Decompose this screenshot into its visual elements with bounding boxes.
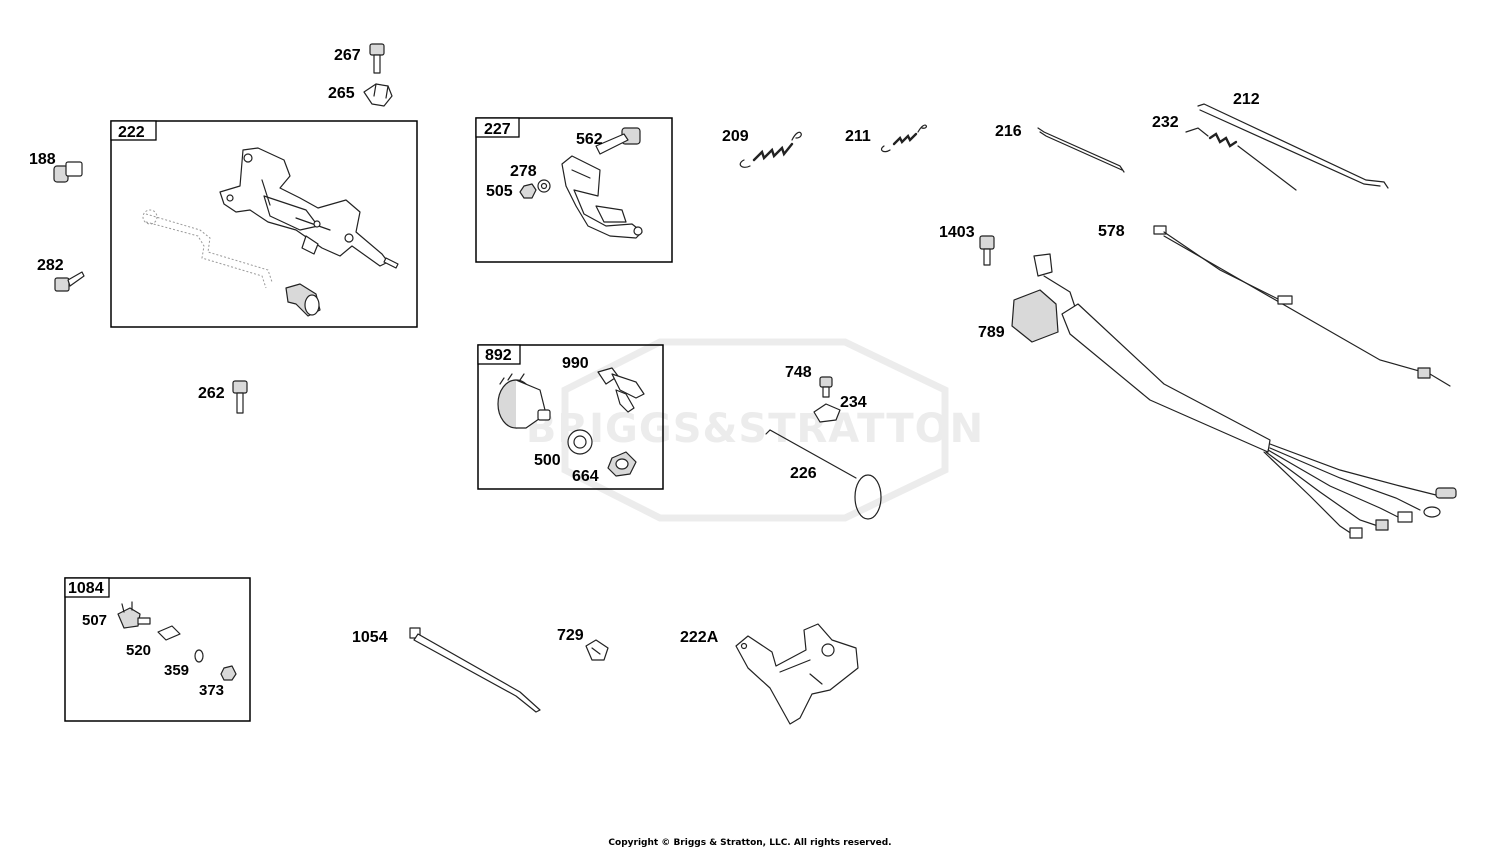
label-505: 505 [486, 183, 513, 200]
label-222A: 222A [680, 629, 719, 646]
label-578: 578 [1098, 223, 1125, 240]
part-748-screw: 748 [785, 364, 833, 398]
box-227-label: 227 [484, 121, 511, 138]
label-232: 232 [1152, 114, 1179, 131]
part-267-bolt: 267 [334, 43, 385, 74]
label-282: 282 [37, 257, 64, 274]
label-226: 226 [790, 465, 817, 482]
hex-nut [607, 451, 637, 477]
label-209: 209 [722, 128, 749, 145]
part-188-bolt: 188 [29, 151, 83, 183]
part-234-clip: 234 [813, 394, 867, 423]
label-1403: 1403 [939, 224, 975, 241]
lock-washer [567, 429, 593, 455]
throttle-bracket-assembly [219, 147, 399, 269]
part-507-switch [117, 601, 151, 629]
box-1084-label: 1084 [68, 580, 104, 597]
part-520-terminal [157, 625, 181, 641]
label-520: 520 [126, 642, 151, 659]
part-578-wire: 578 [1098, 223, 1451, 387]
part-505-nut [519, 183, 537, 199]
box-222: 222 [110, 120, 418, 328]
part-373-nut [220, 665, 237, 681]
label-729: 729 [557, 627, 584, 644]
label-1054: 1054 [352, 629, 388, 646]
label-990: 990 [562, 355, 589, 372]
ignition-key [597, 367, 645, 413]
label-265: 265 [328, 85, 355, 102]
box-892: 892 990 500 664 [477, 344, 664, 490]
label-748: 748 [785, 364, 812, 381]
part-729-clip: 729 [557, 627, 609, 661]
label-234: 234 [840, 394, 867, 411]
part-1403-bolt: 1403 [939, 224, 995, 266]
label-789: 789 [978, 324, 1005, 341]
box-892-label: 892 [485, 347, 512, 364]
copyright-notice: Copyright © Briggs & Stratton, LLC. All … [608, 838, 892, 848]
part-211-spring: 211 [845, 124, 927, 153]
part-262-bolt: 262 [198, 380, 248, 414]
label-262: 262 [198, 385, 225, 402]
part-212-rod: 212 [1197, 91, 1389, 189]
label-278: 278 [510, 163, 537, 180]
part-282-bolt: 282 [37, 257, 85, 292]
part-226-link: 226 [765, 429, 882, 520]
label-507: 507 [82, 612, 107, 629]
part-265-clip: 265 [328, 83, 393, 107]
part-209-spring: 209 [722, 128, 802, 168]
label-216: 216 [995, 123, 1022, 140]
part-359-washer [194, 649, 204, 663]
part-232-spring-rod: 232 [1152, 114, 1297, 191]
label-359: 359 [164, 662, 189, 679]
throttle-knob [285, 283, 321, 317]
watermark-text: BRIGGS&STRATTON [526, 406, 984, 452]
label-211: 211 [845, 128, 871, 145]
part-216-rod: 216 [995, 123, 1125, 173]
part-222A-bracket: 222A [680, 623, 859, 725]
ignition-switch [497, 373, 551, 429]
box-222-label: 222 [118, 124, 145, 141]
label-562: 562 [576, 131, 603, 148]
label-188: 188 [29, 151, 56, 168]
box-1084: 1084 507 520 359 373 [64, 577, 251, 722]
watermark-logo: BRIGGS&STRATTON [526, 338, 984, 522]
label-212: 212 [1233, 91, 1260, 108]
part-1054-cable-tie: 1054 [352, 627, 541, 713]
label-664: 664 [572, 468, 599, 485]
part-789-harness: 789 [978, 253, 1457, 539]
label-267: 267 [334, 47, 361, 64]
part-562-bolt [595, 127, 641, 155]
part-278-washer [537, 179, 551, 193]
governor-lever-bracket [561, 155, 643, 239]
box-227: 227 562 278 505 [475, 117, 673, 263]
label-373: 373 [199, 682, 224, 699]
label-500: 500 [534, 452, 561, 469]
